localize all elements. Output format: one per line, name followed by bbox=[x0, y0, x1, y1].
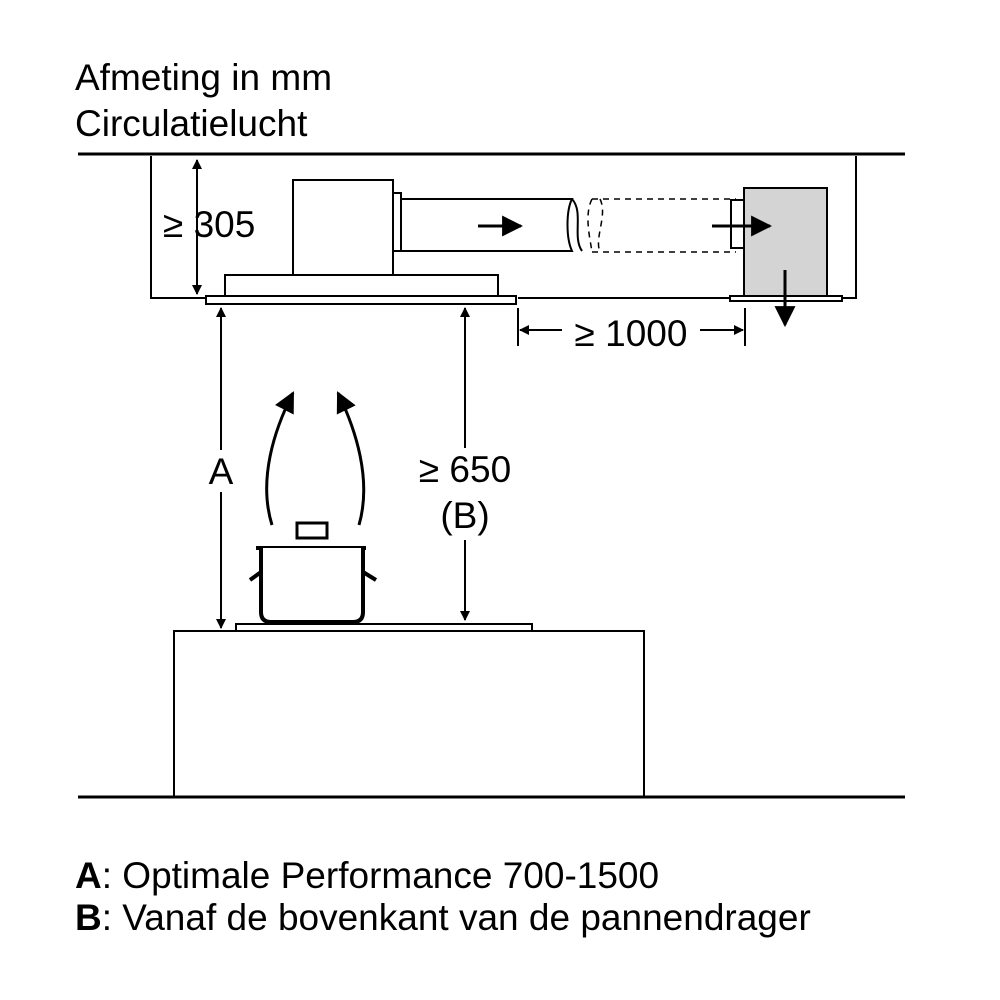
dim-min-height-label: ≥ 650 bbox=[419, 449, 511, 490]
cooktop-surface bbox=[235, 623, 533, 632]
dim-duct-distance-label: ≥ 1000 bbox=[575, 313, 688, 354]
hood-body bbox=[224, 274, 499, 297]
dim-min-height-gap bbox=[404, 448, 526, 540]
legend-text-b: : Vanaf de bovenkant van de pannendrager bbox=[102, 897, 811, 938]
dim-height-a-gap bbox=[202, 450, 240, 492]
dim-min-height-ref: (B) bbox=[440, 495, 489, 536]
legend-item-a: A: Optimale Performance 700-1500 bbox=[75, 855, 659, 896]
hood-panel bbox=[205, 295, 517, 305]
legend-item-b: B: Vanaf de bovenkant van de pannendrage… bbox=[75, 897, 811, 938]
duct-extension-break bbox=[597, 198, 604, 253]
steam-arrow-left bbox=[265, 391, 295, 526]
duct-flange bbox=[392, 192, 402, 252]
duct-extension-dashed bbox=[592, 198, 736, 253]
duct-extension-start bbox=[587, 198, 593, 253]
filter-inlet-flange bbox=[730, 199, 745, 249]
kitchen-cabinet bbox=[173, 630, 645, 798]
ceiling-cavity-right bbox=[842, 156, 857, 299]
duct-break bbox=[571, 198, 583, 252]
title-unit: Afmeting in mm bbox=[75, 57, 332, 98]
hood-motor-housing bbox=[292, 179, 394, 276]
dim-height-a-label: A bbox=[209, 451, 234, 492]
cooking-pot-icon bbox=[248, 521, 378, 624]
legend-key-b: B bbox=[75, 897, 102, 938]
dim-ceiling-depth-label: ≥ 305 bbox=[163, 204, 255, 245]
title-mode: Circulatielucht bbox=[75, 103, 308, 144]
legend-key-a: A bbox=[75, 855, 102, 896]
ceiling-cavity-left bbox=[150, 156, 205, 299]
legend-text-a: : Optimale Performance 700-1500 bbox=[102, 855, 659, 896]
steam-arrow-right bbox=[336, 391, 366, 526]
